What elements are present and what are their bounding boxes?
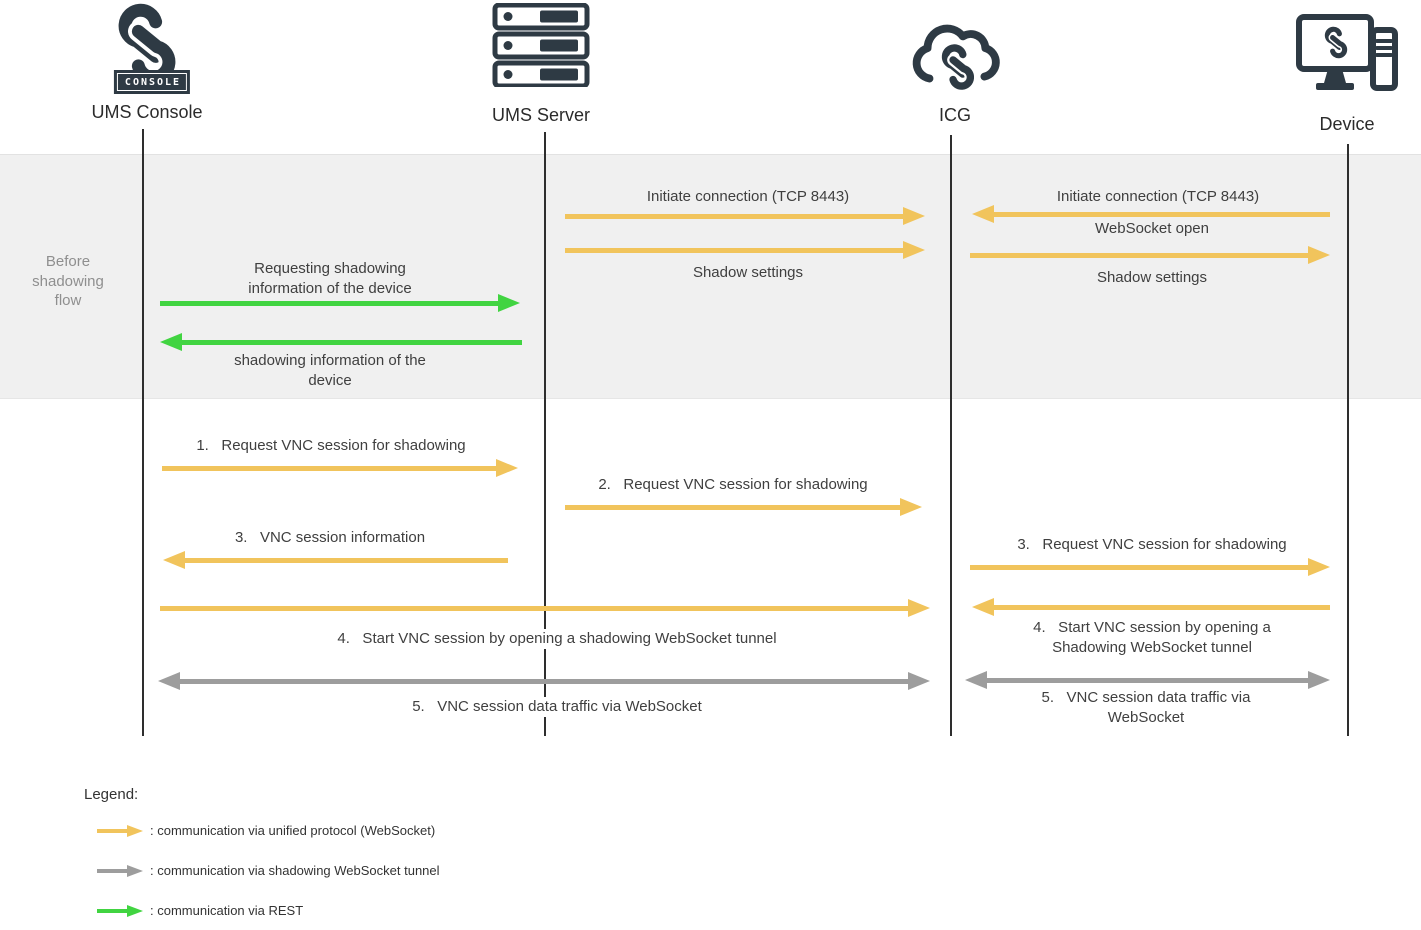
arrow-step3-request-vnc-device xyxy=(970,558,1330,576)
label-step4-start-vnc-console-icg: 4. Start VNC session by opening a shadow… xyxy=(329,629,785,650)
legend-item-unified-protocol: : communication via unified protocol (We… xyxy=(150,823,436,838)
arrow-step3-vnc-session-info xyxy=(163,551,508,569)
legend-item-rest: : communication via REST xyxy=(150,903,304,918)
phase-label: Before shadowing flow xyxy=(32,253,104,309)
label-step5-vnc-traffic-icg-device: 5. VNC session data traffic via WebSocke… xyxy=(1041,689,1251,727)
ums-console-logo-icon xyxy=(118,3,180,78)
arrow-step5-vnc-traffic-console-icg xyxy=(158,672,930,690)
legend-title: Legend: xyxy=(84,786,139,803)
arrow-step4-start-vnc-console-icg xyxy=(160,599,930,617)
label-shadow-settings-server-icg: Shadow settings xyxy=(692,264,804,281)
console-badge: CONSOLE xyxy=(113,70,191,94)
ums-server-rack-icon xyxy=(492,3,590,87)
arrow-initiate-connection-server-icg xyxy=(565,207,925,225)
label-step3-request-vnc-device: 3. Request VNC session for shadowing xyxy=(1017,536,1287,553)
entity-label-ums-server: UMS Server xyxy=(491,105,591,125)
label-initiate-connection-device-icg: Initiate connection (TCP 8443) xyxy=(1056,188,1260,205)
entity-label-ums-console: UMS Console xyxy=(91,102,203,122)
label-step5-vnc-traffic-console-icg: 5. VNC session data traffic via WebSocke… xyxy=(404,697,710,718)
label-step1-request-vnc: 1. Request VNC session for shadowing xyxy=(196,437,466,454)
arrow-step1-request-vnc xyxy=(162,459,518,477)
arrow-shadow-settings-icg-device xyxy=(970,246,1330,264)
label-shadow-settings-icg-device: Shadow settings xyxy=(1096,269,1208,286)
lifeline-ums-server xyxy=(544,132,546,736)
lifeline-icg xyxy=(950,135,952,736)
arrow-initiate-connection-device-icg xyxy=(972,205,1330,223)
entity-label-device: Device xyxy=(1319,114,1375,134)
legend-unified-protocol-arrow-icon xyxy=(97,824,143,837)
arrow-shadowing-info-response xyxy=(160,333,522,351)
arrow-step5-vnc-traffic-icg-device xyxy=(965,671,1330,689)
legend-item-shadowing-tunnel: : communication via shadowing WebSocket … xyxy=(150,863,440,878)
label-shadowing-info-response: shadowing information of the device xyxy=(234,352,426,390)
device-monitor-icon xyxy=(1296,14,1398,91)
lifeline-device xyxy=(1347,144,1349,736)
label-requesting-shadowing-info: Requesting shadowing information of the … xyxy=(248,260,412,298)
icg-cloud-icon xyxy=(912,24,1000,92)
arrow-step4-start-vnc-device-icg xyxy=(972,598,1330,616)
legend-rest-arrow-icon xyxy=(97,904,143,917)
legend-shadowing-tunnel-arrow-icon xyxy=(97,864,143,877)
arrow-step2-request-vnc xyxy=(565,498,922,516)
label-websocket-open: WebSocket open xyxy=(1095,220,1209,237)
arrow-shadow-settings-server-icg xyxy=(565,241,925,259)
label-step4-start-vnc-device-icg: 4. Start VNC session by opening a Shadow… xyxy=(1033,619,1271,657)
before-shadowing-phase-band xyxy=(0,154,1421,399)
lifeline-ums-console xyxy=(142,129,144,736)
label-step3-vnc-session-info: 3. VNC session information xyxy=(234,529,426,546)
entity-label-icg: ICG xyxy=(938,105,972,125)
label-initiate-connection-server-icg: Initiate connection (TCP 8443) xyxy=(646,188,850,205)
label-step2-request-vnc: 2. Request VNC session for shadowing xyxy=(598,476,868,493)
arrow-request-shadowing-info xyxy=(160,294,520,312)
